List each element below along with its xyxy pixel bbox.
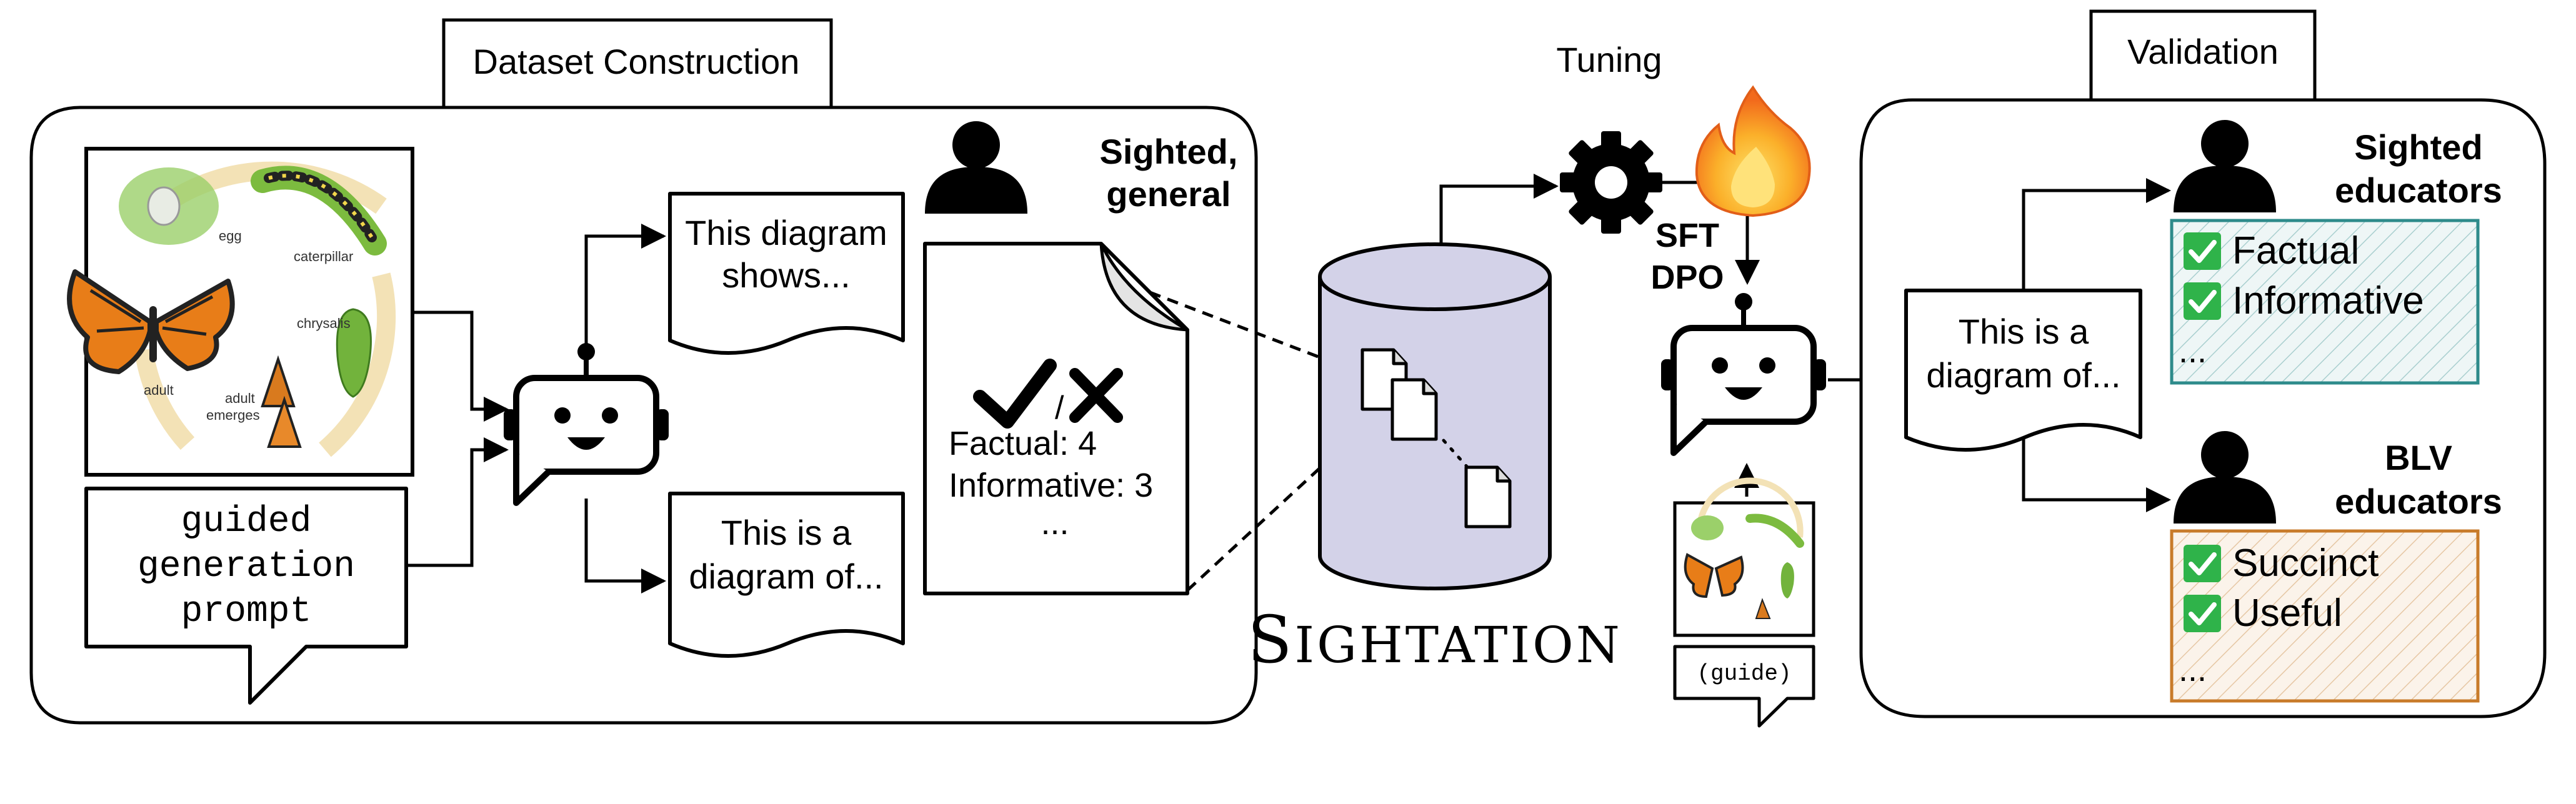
rating-line-2: Informative: 3	[949, 467, 1153, 504]
arrow-generator-to-output-bottom	[584, 499, 666, 593]
checkmark-icon	[973, 359, 1057, 429]
rating-line-1: Factual: 4	[949, 425, 1097, 462]
validation-output-document: This is a diagram of...	[1904, 289, 2142, 452]
dataset-name-rest: IGHTATION	[1295, 616, 1622, 674]
dataset-construction-title: Dataset Construction	[473, 42, 800, 81]
prompt-line-3: prompt	[181, 592, 312, 632]
blv-criteria-box: Succinct Useful ...	[2170, 529, 2480, 703]
lifecycle-adult-emerges-label-1: adult	[225, 390, 255, 406]
checkbox-icon	[2184, 595, 2221, 632]
tuning-method-sft: SFT	[1655, 217, 1719, 254]
sighted-educators-line-2: educators	[2335, 171, 2502, 210]
arrow-generator-to-output-top	[584, 224, 666, 353]
validation-tab	[2089, 9, 2317, 102]
prompt-line-1: guided	[181, 502, 312, 542]
document-icon	[1392, 380, 1436, 439]
guide-prompt-text: (guide)	[1697, 661, 1791, 687]
blv-criterion-2: Useful	[2232, 592, 2342, 635]
lifecycle-adult-emerges-label-2: emerges	[206, 407, 260, 423]
lifecycle-egg-label: egg	[219, 228, 242, 244]
butterfly-lifecycle-image	[1673, 477, 1815, 637]
output-top-line-1: This diagram	[685, 213, 887, 252]
output-bottom-line-2: diagram of...	[689, 557, 883, 596]
validation-title: Validation	[2127, 32, 2279, 71]
butterfly-lifecycle-image: egg caterpillar chrysalis adult adult em…	[67, 147, 414, 477]
dataset-name: SIGHTATION	[1247, 602, 1622, 678]
guided-prompt-bubble: guided generation prompt	[84, 487, 408, 705]
annotator-label-line-1: Sighted,	[1100, 132, 1238, 171]
blv-criteria-ellipsis: ...	[2179, 651, 2207, 688]
output-bottom-line-1: This is a	[721, 513, 852, 552]
arrow-database-to-tuning	[1439, 174, 1559, 245]
output-top-line-2: shows...	[722, 256, 850, 295]
sighted-criterion-1: Factual	[2232, 229, 2359, 272]
sighted-criteria-ellipsis: ...	[2179, 332, 2207, 370]
checkbox-icon	[2184, 282, 2221, 320]
rating-separator: /	[1055, 390, 1064, 426]
rating-document: / Factual: 4 Informative: 3 ...	[923, 242, 1189, 595]
validation-output-line-2: diagram of...	[1926, 355, 2120, 395]
robot-icon	[1661, 293, 1826, 453]
tuning-title: Tuning	[1556, 40, 1662, 79]
prompt-line-2: generation	[137, 547, 355, 587]
guide-prompt-bubble: (guide)	[1673, 645, 1815, 728]
sighted-criterion-2: Informative	[2232, 279, 2424, 322]
arrow-prompt-to-generator	[406, 437, 509, 567]
generated-description-bottom: This is a diagram of...	[668, 492, 905, 658]
dataset-name-first: S	[1247, 602, 1294, 678]
gear-icon	[1560, 131, 1662, 234]
document-icon	[1466, 467, 1510, 527]
validation-output-line-1: This is a	[1959, 312, 2089, 351]
blv-educators-line-1: BLV	[2385, 438, 2452, 477]
lifecycle-adult-label: adult	[144, 382, 174, 398]
tuning-method-dpo: DPO	[1650, 259, 1724, 296]
rating-line-3: ...	[1041, 504, 1069, 542]
checkbox-icon	[2184, 232, 2221, 270]
dataset-construction-tab	[442, 18, 833, 109]
sightation-database	[1318, 242, 1552, 590]
arrow-output-to-blv	[2022, 437, 2171, 512]
blv-criterion-1: Succinct	[2232, 542, 2379, 585]
flame-icon	[1695, 85, 1811, 217]
sighted-criteria-box: Factual Informative ...	[2170, 219, 2480, 385]
cross-icon	[1069, 368, 1123, 423]
arrow-image-to-generator	[412, 310, 509, 422]
checkbox-icon	[2184, 545, 2221, 582]
sighted-educators-line-1: Sighted	[2354, 127, 2482, 167]
blv-educators-line-2: educators	[2335, 482, 2502, 521]
generated-description-top: This diagram shows...	[668, 192, 905, 355]
arrow-output-to-sighted	[2022, 178, 2171, 290]
annotator-label-line-2: general	[1106, 174, 1231, 214]
lifecycle-chrysalis-label: chrysalis	[297, 315, 351, 331]
lifecycle-caterpillar-label: caterpillar	[294, 249, 353, 264]
